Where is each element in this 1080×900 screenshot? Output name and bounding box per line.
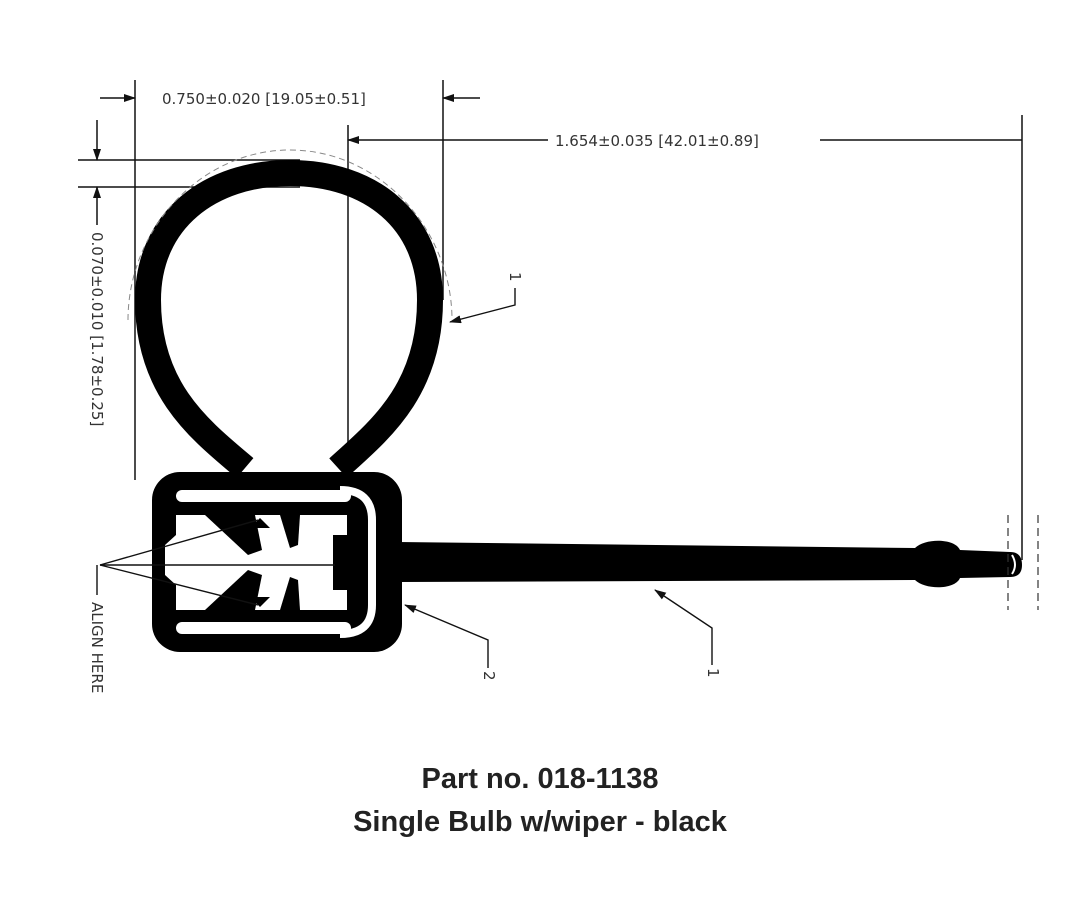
wiper-tip-tolerance-lines	[1007, 515, 1039, 610]
clip	[152, 472, 402, 652]
overall-length-dimension: 1.654±0.035 [42.01±0.89]	[555, 132, 759, 150]
align-leaders	[96, 519, 335, 606]
callout-leaders	[404, 288, 713, 668]
bulb-tolerance-outline	[127, 149, 453, 321]
bulb-width-dimension: 0.750±0.020 [19.05±0.51]	[162, 90, 366, 108]
callout-2-clip: 2	[480, 671, 498, 681]
dimension-arrows	[93, 94, 1022, 225]
align-here-note: ALIGN HERE	[88, 602, 106, 693]
callout-1-bulb: 1	[506, 272, 524, 282]
wall-thickness-dimension: 0.070±0.010 [1.78±0.25]	[88, 232, 106, 426]
wiper	[398, 540, 1022, 588]
callout-1-wiper: 1	[704, 668, 722, 678]
part-number: Part no. 018-1138	[421, 763, 659, 795]
extension-lines	[78, 80, 1023, 565]
part-description: Single Bulb w/wiper - black	[353, 806, 727, 838]
bulb	[135, 160, 443, 478]
